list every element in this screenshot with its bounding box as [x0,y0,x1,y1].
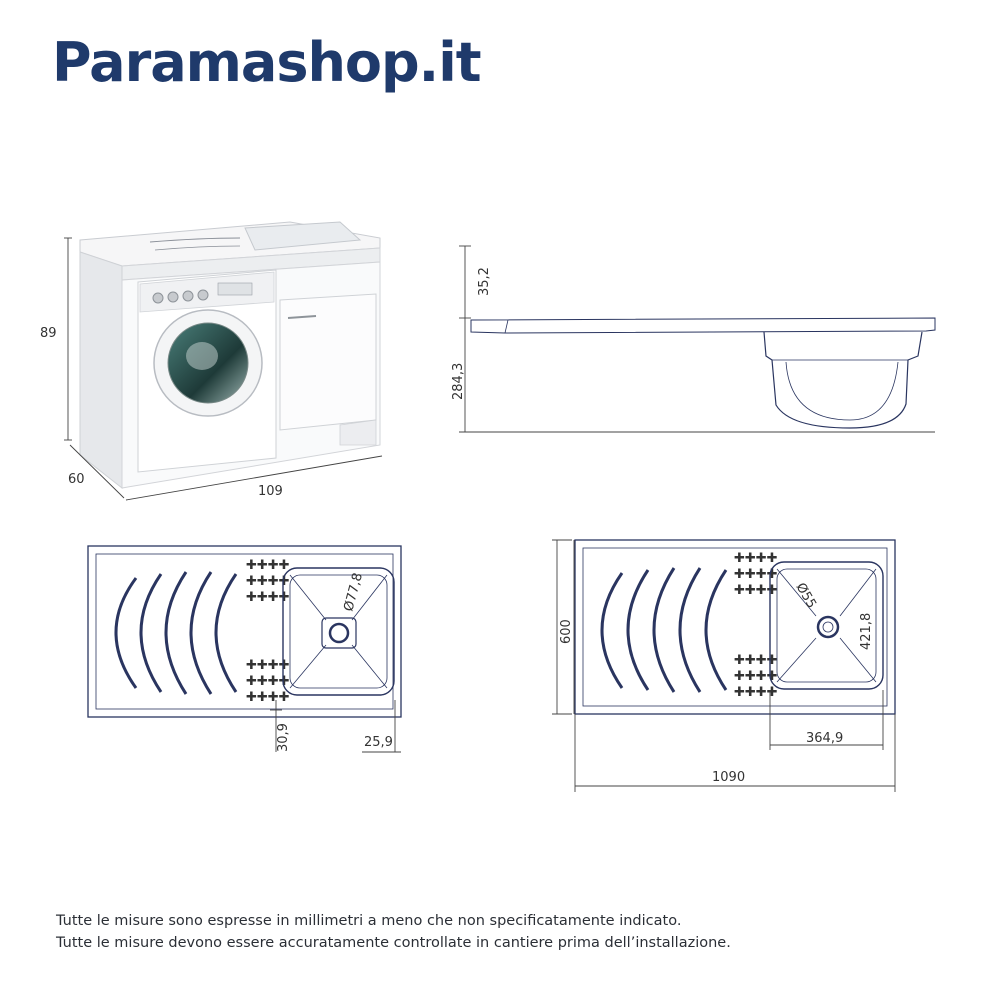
depth-label: 600 [559,619,574,644]
rim-height-label: 35,2 [477,267,492,296]
svg-text:✚✚✚✚: ✚✚✚✚ [246,674,290,689]
svg-text:✚✚✚✚: ✚✚✚✚ [734,669,778,684]
right-drain-label: Ø55 [793,581,819,612]
svg-text:✚✚✚✚: ✚✚✚✚ [246,590,290,605]
product-depth-label: 60 [68,472,85,487]
svg-text:✚✚✚✚: ✚✚✚✚ [246,690,290,705]
svg-text:✚✚✚✚: ✚✚✚✚ [246,658,290,673]
svg-text:✚✚✚✚: ✚✚✚✚ [246,574,290,589]
brand-logo: Paramashop.it [52,31,482,94]
right-offset-label: 25,9 [364,735,393,750]
svg-text:✚✚✚✚: ✚✚✚✚ [246,558,290,573]
product-width-label: 109 [258,484,283,499]
svg-text:✚✚✚✚: ✚✚✚✚ [734,685,778,700]
note-line-2: Tutte le misure devono essere accuratame… [56,935,731,951]
left-offset-label: 30,9 [276,723,291,752]
svg-text:✚✚✚✚: ✚✚✚✚ [734,551,778,566]
svg-text:✚✚✚✚: ✚✚✚✚ [734,653,778,668]
top-view-left: ✚✚✚✚ ✚✚✚✚ ✚✚✚✚ ✚✚✚✚ ✚✚✚✚ ✚✚✚✚ Ø77,8 30,9… [87,545,402,753]
disclaimer-notes: Tutte le misure sono espresse in millime… [56,910,731,954]
basin-depth-label: 284,3 [451,363,466,400]
note-line-1: Tutte le misure sono espresse in millime… [56,913,682,929]
top-view-right: ✚✚✚✚ ✚✚✚✚ ✚✚✚✚ ✚✚✚✚ ✚✚✚✚ ✚✚✚✚ Ø55 421,8 … [552,539,896,792]
product-height-label: 89 [40,326,57,341]
svg-text:✚✚✚✚: ✚✚✚✚ [734,583,778,598]
total-width-label: 1090 [712,770,745,785]
side-section-view: 35,2 284,3 [451,245,936,433]
svg-text:✚✚✚✚: ✚✚✚✚ [734,567,778,582]
basin-width-label: 364,9 [806,731,843,746]
basin-height-label: 421,8 [859,613,874,650]
product-view: 89 60 109 [40,221,383,501]
